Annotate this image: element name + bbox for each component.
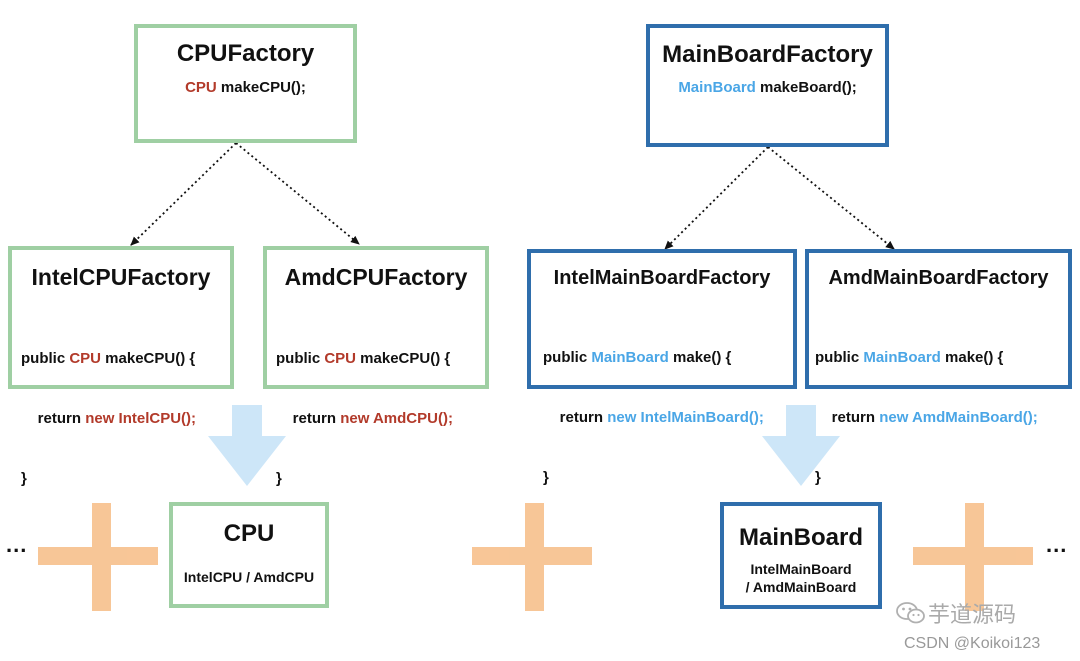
intel-cpu-factory-box: IntelCPUFactory public CPU makeCPU() { r… (8, 246, 234, 487)
cpu-factory-title: CPUFactory (176, 40, 315, 67)
down-arrow-cpu (208, 405, 286, 486)
board-to-intel-connector (664, 146, 769, 250)
watermark-credit: CSDN @Koikoi123 (904, 635, 1041, 652)
cpu-to-intel-connector (130, 142, 237, 246)
cpu-to-amd-connector (235, 142, 360, 245)
mainboard-factory-sig-rest: makeBoard(); (755, 79, 857, 96)
plus-sign-middle (472, 503, 592, 611)
intel-mainboard-factory-box: IntelMainBoardFactory public MainBoard m… (527, 249, 797, 486)
amd-mainboard-factory-title: AmdMainBoardFactory (828, 267, 1049, 289)
mainboard-product-title: MainBoard (738, 524, 863, 551)
intel-cpu-factory-title: IntelCPUFactory (31, 264, 211, 290)
amd-mainboard-factory-code: public MainBoard make() { return new Amd… (815, 349, 1038, 486)
mainboard-product-subtitle-1: IntelMainBoard (750, 561, 852, 577)
ellipsis-left: ... (6, 532, 28, 557)
intel-mainboard-factory-title: IntelMainBoardFactory (553, 267, 771, 289)
cpu-factory-signature: CPU makeCPU(); (138, 79, 353, 96)
mainboard-factory-signature: MainBoard makeBoard(); (650, 79, 885, 96)
mainboard-factory-title: MainBoardFactory (662, 41, 873, 68)
cpu-product-subtitle: IntelCPU / AmdCPU (183, 569, 315, 585)
plus-sign-left (38, 503, 158, 611)
cpu-factory-sig-rest: makeCPU(); (216, 79, 306, 96)
amd-cpu-factory-code: public CPU makeCPU() { return new AmdCPU… (276, 350, 453, 487)
mainboard-product-box: MainBoard IntelMainBoard / AmdMainBoard (720, 502, 882, 609)
wechat-icon (896, 601, 928, 631)
intel-mainboard-factory-code: public MainBoard make() { return new Int… (543, 349, 764, 486)
mainboard-product-subtitle-2: / AmdMainBoard (745, 579, 857, 595)
board-to-amd-connector (767, 146, 895, 250)
amd-cpu-factory-title: AmdCPUFactory (284, 264, 468, 290)
down-arrow-mainboard (762, 405, 840, 486)
cpu-product-box: CPU IntelCPU / AmdCPU (169, 502, 329, 608)
watermark-brand: 芋道源码 (896, 597, 1016, 631)
mainboard-factory-sig-type: MainBoard (678, 79, 756, 96)
amd-cpu-factory-box: AmdCPUFactory public CPU makeCPU() { ret… (263, 246, 489, 487)
intel-cpu-factory-code: public CPU makeCPU() { return new IntelC… (21, 350, 197, 487)
cpu-factory-box: CPUFactory CPU makeCPU(); (134, 24, 357, 143)
amd-mainboard-factory-box: AmdMainBoardFactory public MainBoard mak… (805, 249, 1072, 486)
cpu-factory-sig-type: CPU (185, 79, 217, 96)
cpu-product-title: CPU (223, 520, 275, 547)
ellipsis-right: ... (1046, 532, 1068, 557)
watermark-brand-text: 芋道源码 (928, 603, 1017, 628)
plus-sign-right (913, 503, 1033, 611)
mainboard-factory-box: MainBoardFactory MainBoard makeBoard(); (646, 24, 889, 147)
